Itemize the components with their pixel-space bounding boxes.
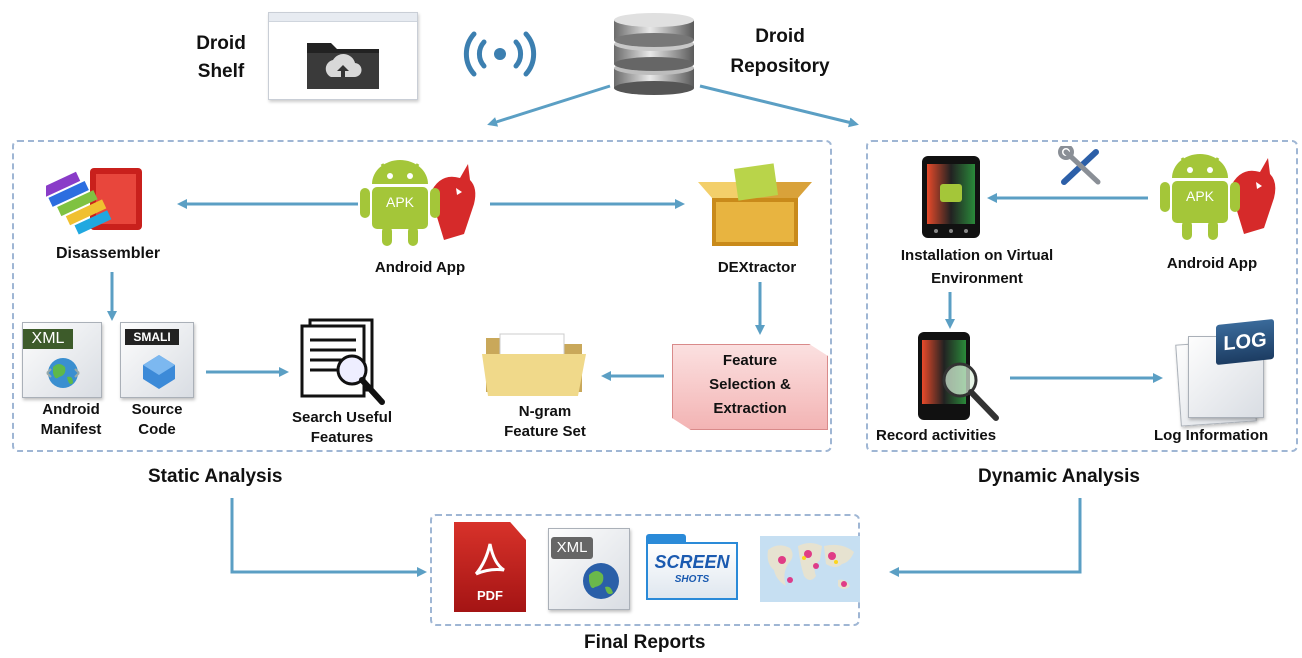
static-analysis-box: [12, 140, 832, 452]
arrow-repo-to-dynamic: [699, 84, 859, 128]
dynamic-analysis-box: [866, 140, 1298, 452]
xml-report-icon: XML: [548, 528, 630, 610]
log-document-icon: LOG: [1168, 318, 1278, 427]
smali-document-icon: SMALI: [120, 322, 194, 398]
pdf-label: PDF: [477, 588, 503, 603]
arrow-static-to-reports: [230, 498, 427, 577]
source-code-label: Source Code: [131, 401, 183, 438]
xml-tag: XML: [23, 329, 73, 349]
pdf-icon: PDF: [454, 522, 526, 612]
feature-selection-box: Feature Selection & Extraction: [672, 344, 828, 430]
installation-label: Installation on Virtual Environment: [900, 247, 1054, 287]
ngram-feature-set-label: N-gram Feature Set: [504, 403, 586, 440]
record-activities-label: Record activities: [876, 427, 997, 444]
apk-badge-dynamic: APK: [1185, 188, 1214, 204]
static-analysis-title: Static Analysis: [148, 466, 283, 487]
apk-badge: APK: [385, 194, 414, 210]
record-activities-icon: [918, 332, 999, 421]
phone-icon: [922, 156, 980, 238]
droid-repository-label: Droid Repository: [730, 26, 830, 77]
folder-icon: [482, 333, 586, 396]
android-devil-icon: APK: [360, 154, 480, 248]
screen-text: SCREEN: [654, 552, 730, 572]
world-map-icon: [760, 536, 860, 602]
android-manifest-label: Android Manifest: [40, 401, 102, 438]
screenshots-folder-icon: SCREEN SHOTS: [646, 534, 738, 600]
disassembler-blocks-icon: [46, 168, 142, 235]
dextractor-label: DEXtractor: [717, 259, 797, 276]
cloud-upload-folder-icon: [268, 12, 418, 100]
wifi-signal-icon: [463, 31, 537, 77]
disassembler-label: Disassembler: [56, 245, 161, 262]
droid-shelf-label: Droid Shelf: [196, 33, 246, 82]
arrow-repo-to-static: [487, 84, 611, 127]
android-app-label-dynamic: Android App: [1166, 255, 1258, 272]
database-icon: [614, 13, 694, 95]
final-reports-title: Final Reports: [584, 632, 706, 653]
magnifier-document-icon: [300, 318, 385, 405]
android-devil-icon-dynamic: APK: [1160, 148, 1280, 242]
xml-report-tag: XML: [551, 537, 593, 559]
feature-selection-label: Feature Selection & Extraction: [709, 352, 791, 417]
dynamic-analysis-title: Dynamic Analysis: [978, 466, 1140, 487]
search-useful-features-label: Search Useful Features: [291, 409, 393, 446]
log-information-label: Log Information: [1154, 427, 1269, 444]
shots-text: SHOTS: [674, 574, 710, 585]
tools-icon: [1058, 146, 1101, 185]
open-box-icon: [698, 163, 812, 246]
android-app-label: Android App: [374, 259, 466, 276]
smali-tag: SMALI: [125, 329, 179, 345]
arrow-dynamic-to-reports: [889, 498, 1082, 577]
xml-document-icon: XML: [22, 322, 102, 398]
log-tag: LOG: [1216, 318, 1274, 366]
